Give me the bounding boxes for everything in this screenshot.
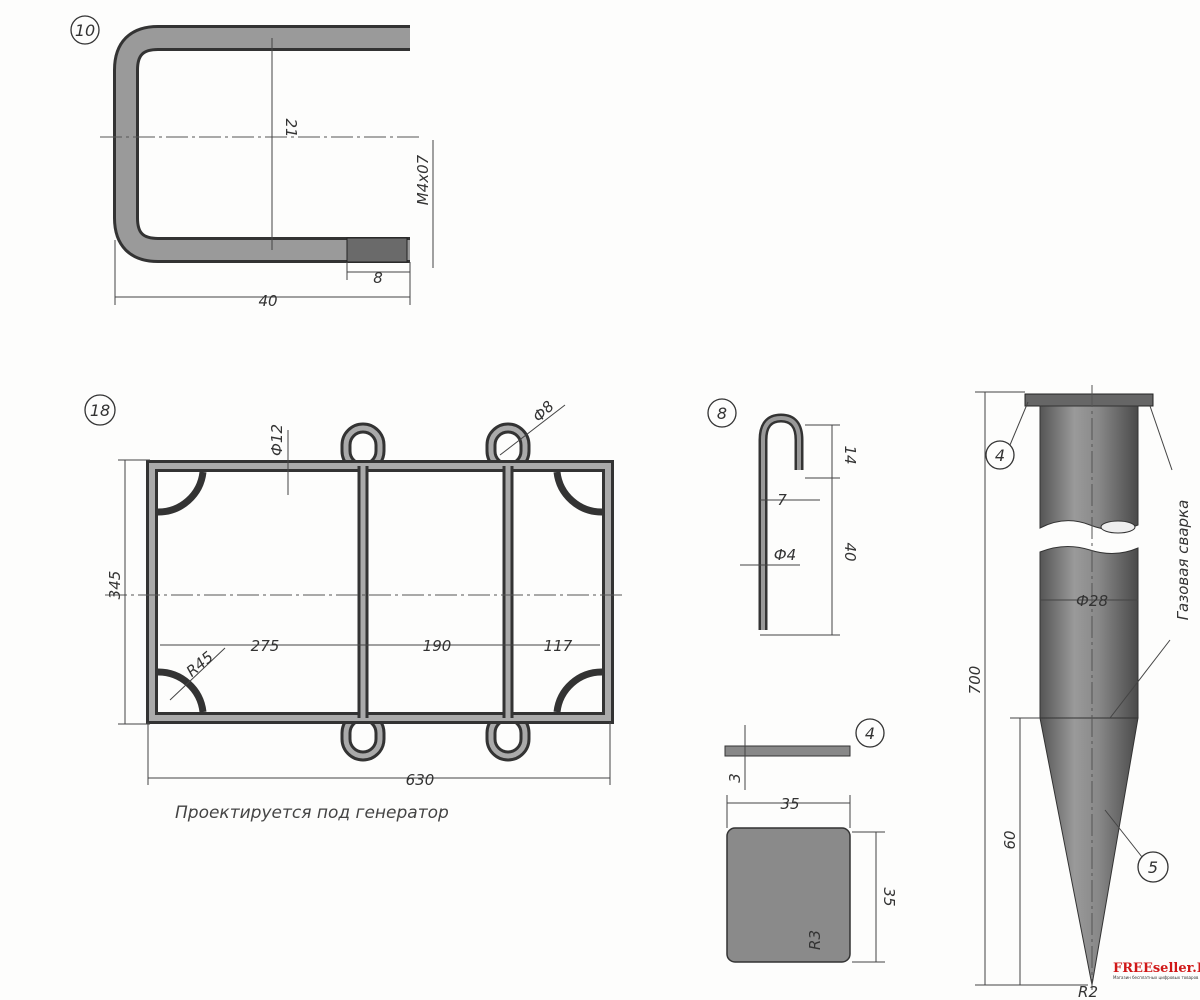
thickness: 3 (726, 773, 744, 783)
tip-radius: R2 (1078, 983, 1098, 1000)
part-number: 8 (717, 404, 727, 423)
u-bolt-body (116, 28, 410, 260)
dim-height: 345 (106, 571, 124, 600)
loop-diameter: Ф8 (529, 397, 558, 426)
dim-height: 21 (282, 118, 300, 137)
u-bolt-outline (113, 25, 410, 263)
dim-hook-width: 7 (777, 491, 787, 509)
dim-thread-length: 8 (373, 269, 383, 287)
part-number-circle (70, 15, 100, 45)
corner-radius: R3 (806, 930, 824, 950)
rod-diameter: Ф12 (268, 424, 286, 456)
part-number: 10 (75, 21, 95, 40)
weld-note: Газовая сварка (1174, 500, 1192, 621)
part-number: 4 (865, 724, 875, 743)
part-18-frame: 18 Ф12 Ф8 345 275 (84, 394, 625, 823)
dim-seg1: 275 (251, 637, 280, 655)
thread-label: M4x07 (414, 154, 432, 205)
part-10-u-bolt: 10 21 M4x07 8 40 (70, 15, 434, 310)
flange-number: 4 (995, 446, 1005, 465)
thread-section (346, 237, 408, 263)
watermark: FREEseller.RV Магазин бесплатных цифровы… (1113, 961, 1200, 980)
frame-outline (146, 460, 614, 724)
plate-face (726, 827, 851, 963)
part-number: 5 (1148, 858, 1158, 877)
part-number: 18 (90, 401, 110, 420)
dim-height: 35 (880, 887, 898, 906)
part-8-hook: 8 14 40 7 Ф4 (707, 398, 859, 636)
watermark-brand: FREEseller.RV (1113, 961, 1200, 976)
diameter: Ф28 (1076, 592, 1108, 610)
dim-width: 40 (258, 292, 277, 310)
dim-seg2: 190 (423, 637, 452, 655)
flange (1024, 393, 1154, 407)
part-5-ground-stake: 4 5 Газовая сварка Ф28 700 60 R2 (966, 385, 1192, 1000)
watermark-tagline: Магазин бесплатных цифровых товаров (1113, 975, 1199, 980)
frame-caption: Проектируется под генератор (175, 803, 449, 823)
dim-width: 35 (780, 795, 799, 813)
dim-length: 40 (841, 542, 859, 561)
dim-width: 630 (406, 771, 435, 789)
rod-diameter: Ф4 (774, 546, 796, 564)
dim-seg3: 117 (544, 637, 573, 655)
dim-cone: 60 (1001, 830, 1019, 849)
dim-total: 700 (966, 666, 984, 695)
part-4-plate: 4 3 35 35 R3 (724, 718, 898, 963)
dim-hook: 14 (841, 445, 859, 464)
corner-braces (157, 471, 603, 713)
